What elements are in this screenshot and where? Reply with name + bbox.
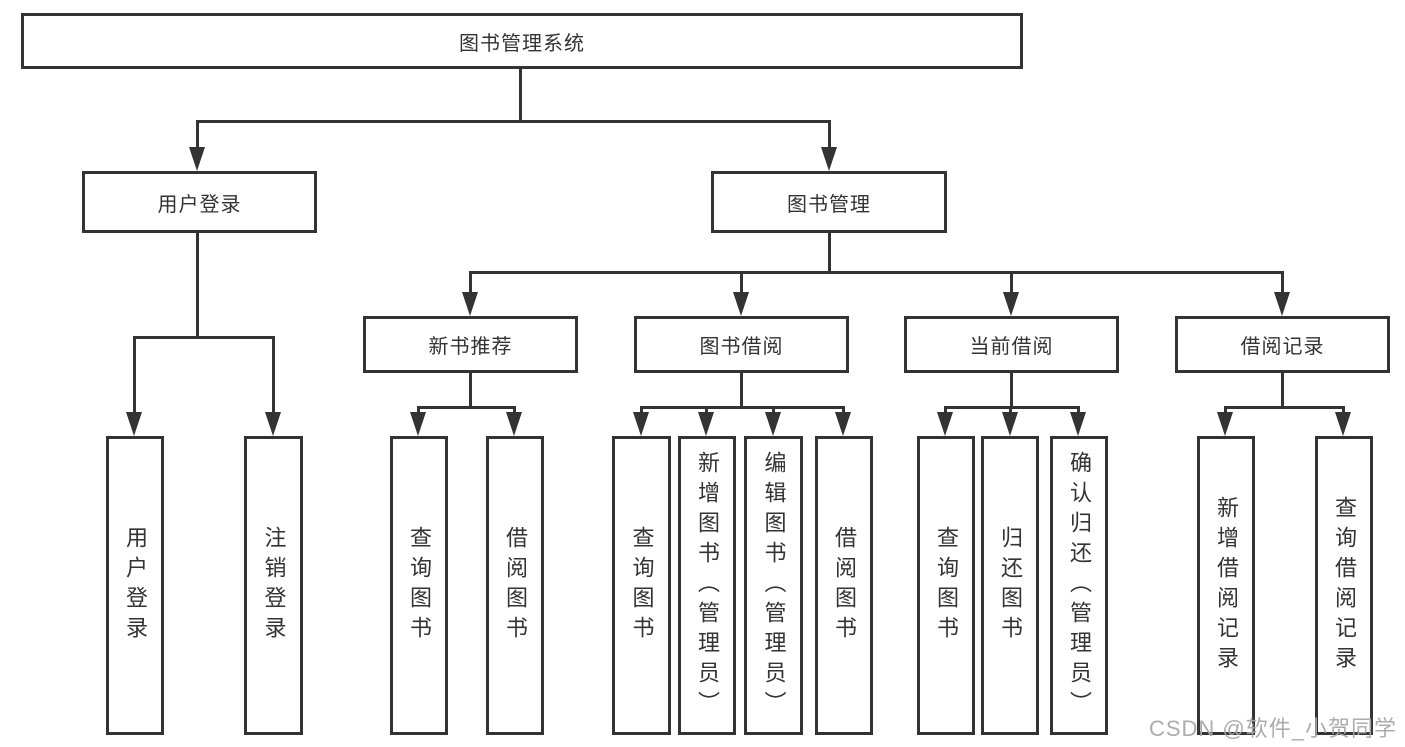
connector-ul-leaf1-stem bbox=[133, 336, 136, 414]
node-current-borrow: 当前借阅 bbox=[904, 316, 1119, 373]
connector-br-bar bbox=[1224, 406, 1345, 409]
node-book-borrow: 图书借阅 bbox=[634, 316, 849, 373]
connector-book-mgmt-stem bbox=[828, 120, 831, 150]
connector-cb-leaf2-stem bbox=[1009, 406, 1012, 415]
arrowhead-icon bbox=[698, 412, 714, 436]
leaf-nb-borrow-books: 借阅图书 bbox=[486, 436, 544, 735]
node-root-label: 图书管理系统 bbox=[459, 32, 585, 55]
leaf-cb-query-books-label: 查询图书 bbox=[934, 525, 959, 646]
arrowhead-icon bbox=[1003, 292, 1019, 316]
connector-nb-leaf2-stem bbox=[513, 406, 516, 415]
leaf-nb-borrow-books-label: 借阅图书 bbox=[503, 525, 528, 646]
leaf-cb-confirm-return-admin-label: 确认归还（管理员） bbox=[1067, 450, 1092, 721]
arrowhead-icon bbox=[265, 412, 281, 436]
connector-bb-down bbox=[740, 373, 743, 406]
leaf-br-query-record-label: 查询借阅记录 bbox=[1332, 495, 1357, 676]
connector-sec3-stem bbox=[1010, 271, 1013, 295]
connector-ul-down bbox=[196, 233, 199, 336]
leaf-bb-borrow-books-label: 借阅图书 bbox=[832, 525, 857, 646]
node-book-management-label: 图书管理 bbox=[787, 193, 871, 216]
connector-sec2-stem bbox=[740, 271, 743, 295]
connector-nb-down bbox=[469, 373, 472, 406]
arrowhead-icon bbox=[189, 147, 205, 171]
node-borrow-record-label: 借阅记录 bbox=[1240, 336, 1325, 358]
connector-root-stem bbox=[519, 69, 522, 120]
connector-sec1-stem bbox=[469, 271, 472, 295]
connector-br-down bbox=[1281, 373, 1284, 406]
arrowhead-icon bbox=[126, 412, 142, 436]
connector-bb-leaf3-stem bbox=[772, 406, 775, 415]
node-current-borrow-label: 当前借阅 bbox=[969, 336, 1054, 358]
node-root: 图书管理系统 bbox=[21, 13, 1023, 69]
connector-br-leaf1-stem bbox=[1224, 406, 1227, 415]
arrowhead-icon bbox=[1217, 412, 1233, 436]
leaf-bb-query-books: 查询图书 bbox=[612, 436, 671, 735]
connector-cb-down bbox=[1010, 373, 1013, 406]
connector-nb-bar bbox=[417, 406, 516, 409]
arrowhead-icon bbox=[821, 147, 837, 171]
connector-bb-leaf1-stem bbox=[640, 406, 643, 415]
leaf-br-query-record: 查询借阅记录 bbox=[1315, 436, 1373, 735]
node-user-login-label: 用户登录 bbox=[157, 193, 242, 216]
arrowhead-icon bbox=[937, 412, 953, 436]
arrowhead-icon bbox=[410, 412, 426, 436]
node-new-book-recommend-label: 新书推荐 bbox=[428, 336, 513, 358]
connector-cb-leaf3-stem bbox=[1077, 406, 1080, 415]
leaf-bb-edit-books-admin: 编辑图书（管理员） bbox=[744, 436, 803, 735]
leaf-br-add-record-label: 新增借阅记录 bbox=[1214, 495, 1239, 676]
leaf-cb-confirm-return-admin: 确认归还（管理员） bbox=[1050, 436, 1108, 735]
leaf-cb-query-books: 查询图书 bbox=[917, 436, 975, 735]
connector-bm-bar bbox=[469, 271, 1283, 274]
leaf-nb-query-books-label: 查询图书 bbox=[407, 525, 432, 646]
connector-user-login-stem bbox=[196, 120, 199, 150]
arrowhead-icon bbox=[1274, 292, 1290, 316]
connector-bm-down bbox=[828, 233, 831, 271]
connector-ul-leaf2-stem bbox=[272, 336, 275, 414]
leaf-user-login-label: 用户登录 bbox=[123, 525, 148, 646]
arrowhead-icon bbox=[633, 412, 649, 436]
leaf-logout-label: 注销登录 bbox=[261, 525, 287, 646]
connector-bb-bar bbox=[640, 406, 844, 409]
leaf-cb-return-books-label: 归还图书 bbox=[998, 525, 1023, 646]
node-user-login: 用户登录 bbox=[82, 171, 317, 233]
connector-cb-bar bbox=[944, 406, 1080, 409]
leaf-logout: 注销登录 bbox=[244, 436, 303, 735]
arrowhead-icon bbox=[1070, 412, 1086, 436]
connector-sec4-stem bbox=[1281, 271, 1284, 295]
node-book-management: 图书管理 bbox=[711, 171, 947, 233]
connector-nb-leaf1-stem bbox=[417, 406, 420, 415]
leaf-bb-edit-books-admin-label: 编辑图书（管理员） bbox=[761, 450, 787, 721]
leaf-bb-add-books-admin-label: 新增图书（管理员） bbox=[695, 450, 720, 721]
node-book-borrow-label: 图书借阅 bbox=[699, 336, 784, 358]
arrowhead-icon bbox=[765, 412, 781, 436]
csdn-watermark: CSDN @软件_小贺同学 bbox=[1148, 716, 1397, 741]
leaf-user-login: 用户登录 bbox=[106, 436, 164, 735]
arrowhead-icon bbox=[1002, 412, 1018, 436]
arrowhead-icon bbox=[1335, 412, 1351, 436]
arrowhead-icon bbox=[506, 412, 522, 436]
leaf-cb-return-books: 归还图书 bbox=[981, 436, 1039, 735]
connector-bb-leaf2-stem bbox=[705, 406, 708, 415]
leaf-br-add-record: 新增借阅记录 bbox=[1197, 436, 1255, 735]
node-borrow-record: 借阅记录 bbox=[1175, 316, 1390, 373]
arrowhead-icon bbox=[462, 292, 478, 316]
arrowhead-icon bbox=[733, 292, 749, 316]
connector-bb-leaf4-stem bbox=[842, 406, 845, 415]
connector-root-bar bbox=[196, 120, 831, 123]
leaf-bb-query-books-label: 查询图书 bbox=[629, 525, 655, 646]
leaf-bb-borrow-books: 借阅图书 bbox=[815, 436, 873, 735]
node-new-book-recommend: 新书推荐 bbox=[363, 316, 578, 373]
connector-ul-bar bbox=[133, 336, 275, 339]
connector-br-leaf2-stem bbox=[1342, 406, 1345, 415]
leaf-nb-query-books: 查询图书 bbox=[390, 436, 448, 735]
connector-cb-leaf1-stem bbox=[944, 406, 947, 415]
arrowhead-icon bbox=[835, 412, 851, 436]
leaf-bb-add-books-admin: 新增图书（管理员） bbox=[678, 436, 736, 735]
